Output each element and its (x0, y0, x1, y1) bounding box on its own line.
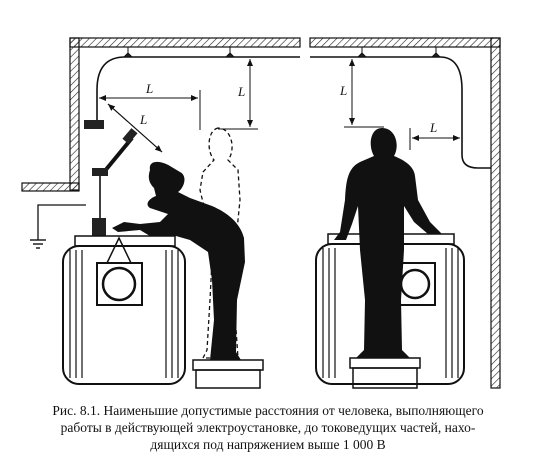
left-wall-ledge (21, 182, 80, 192)
right-platform-base (352, 367, 418, 389)
gauge-dial (101, 266, 137, 302)
left-ceiling (69, 37, 301, 48)
gauge-panel (96, 262, 143, 306)
right-ceiling (309, 37, 501, 48)
dimension-horizontal-right (409, 128, 460, 150)
caption-line: дящихся под напряжением выше 1 000 В (150, 437, 386, 452)
right-wall (490, 37, 501, 389)
figure-caption: Рис. 8.1. Наименьшие допустимые расстоян… (8, 402, 528, 453)
disconnector-contact (122, 128, 138, 144)
ground-wire (37, 204, 86, 240)
disconnector-blade (102, 136, 134, 174)
standing-worker (334, 128, 442, 358)
left-installation: L L L (21, 37, 301, 389)
right-installation: L L (309, 37, 501, 389)
live-conductor (96, 56, 300, 122)
ceiling-insulator (122, 47, 134, 58)
ceiling-insulator (430, 47, 442, 58)
dimension-vertical-right (344, 56, 384, 128)
ceiling-insulator (224, 47, 236, 58)
wall-bushing (84, 120, 104, 129)
dimension-label: L (145, 81, 153, 96)
dimension-label: L (339, 83, 347, 98)
transformer-lid (74, 235, 176, 247)
ceiling-insulator (356, 47, 368, 58)
caption-line: Рис. 8.1. Наименьшие допустимые расстоян… (52, 403, 484, 418)
right-platform (349, 357, 421, 369)
caption-line: работы в действующей электроустановке, д… (60, 420, 476, 435)
dimension-vertical-left (218, 56, 258, 130)
dimension-horizontal-left (96, 90, 201, 130)
live-conductor (310, 56, 491, 169)
bending-worker (112, 161, 245, 360)
transformer-bushing (92, 218, 106, 236)
left-platform-base (195, 369, 261, 389)
radiator-fins (322, 248, 459, 378)
safety-distance-diagram: L L L (21, 37, 501, 389)
dimension-label: L (139, 112, 147, 127)
dimension-diagonal (107, 103, 163, 153)
ground-icon (30, 239, 46, 249)
gauge-handle (106, 236, 132, 264)
gauge-dial (399, 268, 431, 300)
left-platform (192, 359, 264, 371)
dimension-label: L (429, 120, 437, 135)
radiator-fins (69, 250, 179, 378)
transformer-tank (62, 245, 186, 385)
upright-person-outline (199, 127, 241, 359)
dimension-label: L (237, 84, 245, 99)
disconnector-base (92, 168, 108, 176)
left-wall (69, 37, 80, 191)
